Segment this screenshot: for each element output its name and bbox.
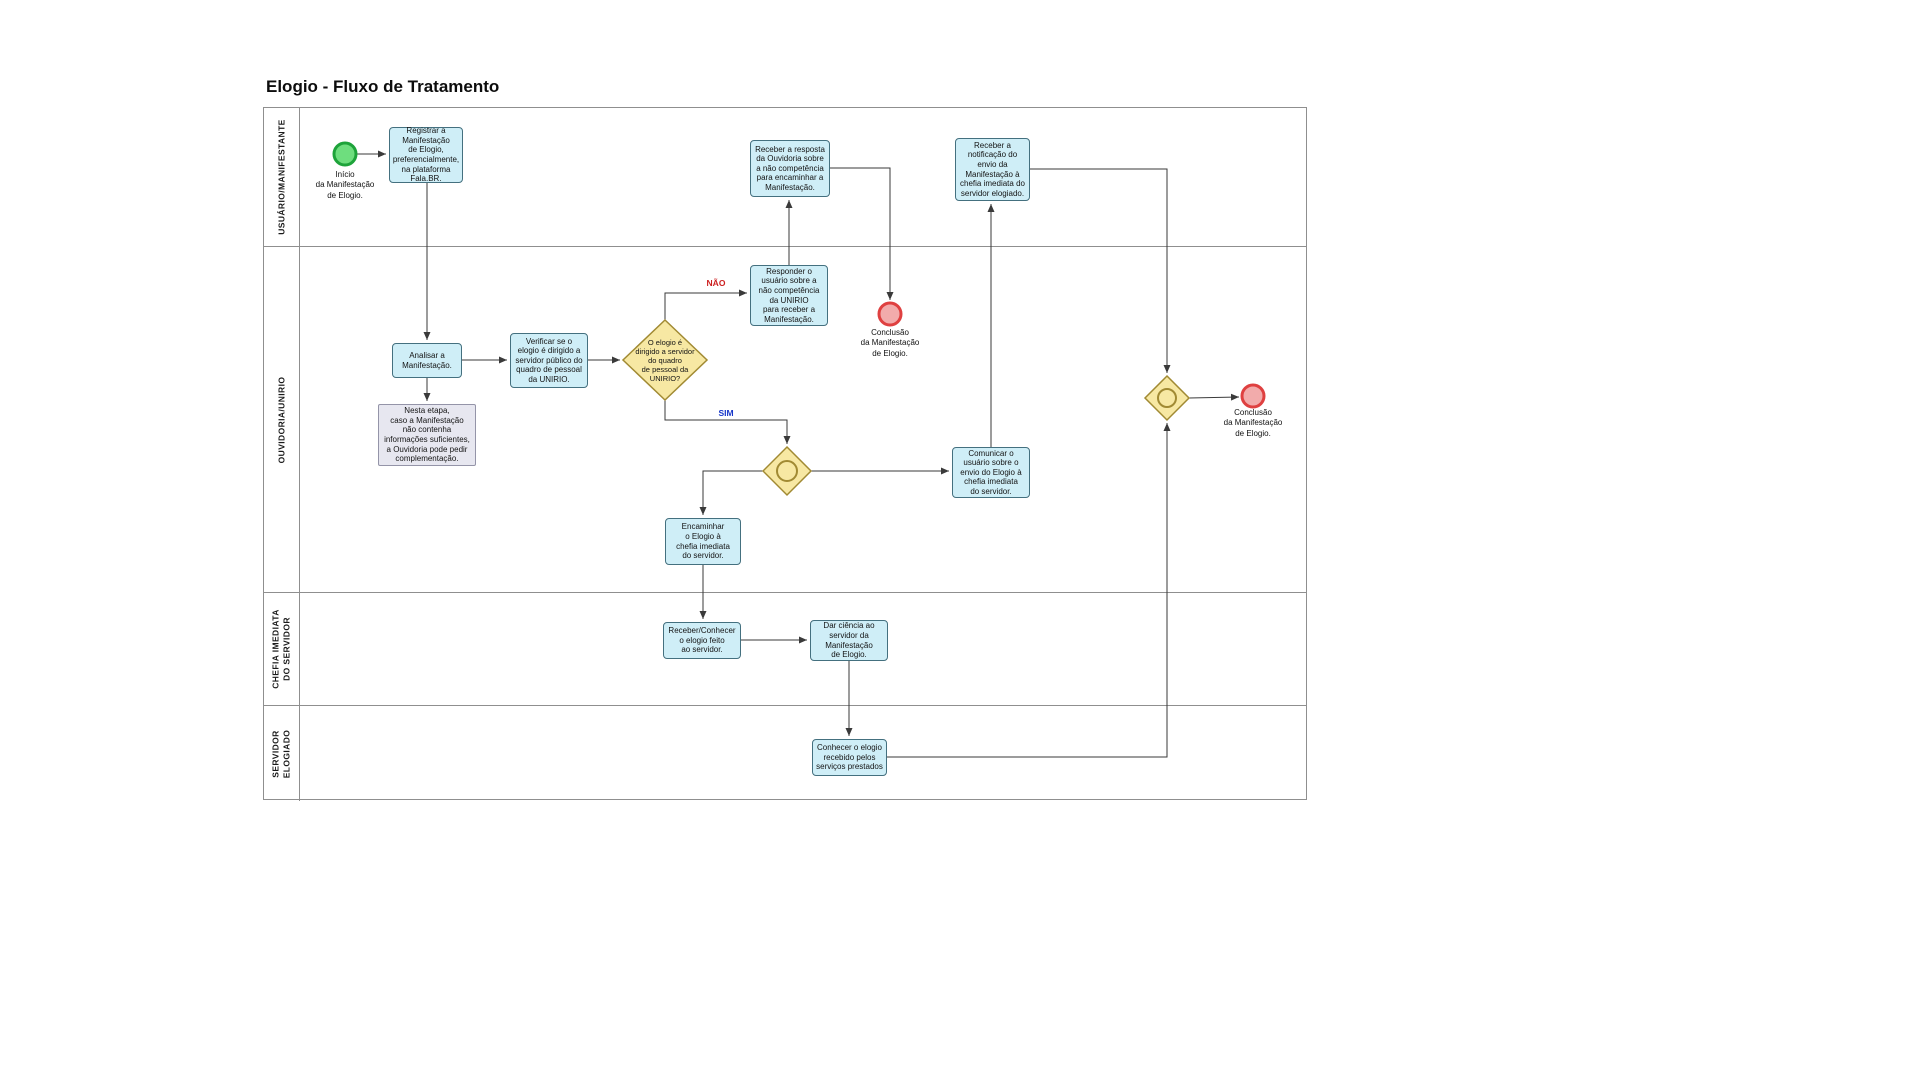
task-registrar-manifestacao: Registrar a Manifestação de Elogio, pref… [389, 126, 463, 183]
lane-label-cell: USUÁRIO/MANIFESTANTE [264, 108, 300, 246]
lane-chefia-imediata: CHEFIA IMEDIATA DO SERVIDOR [264, 592, 1306, 705]
task-verificar-elogio: Verificar se o elogio é dirigido a servi… [510, 333, 588, 388]
lane-label: CHEFIA IMEDIATA DO SERVIDOR [270, 609, 292, 689]
lane-label: SERVIDOR ELOGIADO [270, 729, 292, 778]
lane-label: OUVIDORIA/UNIRIO [275, 376, 286, 463]
lane-usuario-manifestante: USUÁRIO/MANIFESTANTE [264, 108, 1306, 246]
end-event-nao-label: Conclusão da Manifestação de Elogio. [860, 328, 920, 358]
task-comunicar-usuario: Comunicar o usuário sobre o envio do Elo… [952, 447, 1030, 498]
task-receber-resposta: Receber a resposta da Ouvidoria sobre a … [750, 140, 830, 197]
start-event-label: Início da Manifestação de Elogio. [315, 170, 375, 200]
decision-gateway-label: O elogio é dirigido a servidor do quadro… [635, 337, 695, 383]
page-title: Elogio - Fluxo de Tratamento [266, 77, 500, 96]
lane-label-cell: CHEFIA IMEDIATA DO SERVIDOR [264, 593, 300, 705]
task-responder-usuario: Responder o usuário sobre a não competên… [750, 265, 828, 326]
lane-label-cell: OUVIDORIA/UNIRIO [264, 247, 300, 592]
annotation-complementacao: Nesta etapa, caso a Manifestação não con… [378, 404, 476, 466]
lane-ouvidoria-unirio: OUVIDORIA/UNIRIO [264, 246, 1306, 592]
end-event-fim-label: Conclusão da Manifestação de Elogio. [1223, 408, 1283, 438]
edge-label-sim: SIM [718, 408, 734, 418]
bpmn-pool: USUÁRIO/MANIFESTANTE OUVIDORIA/UNIRIO CH… [263, 107, 1307, 801]
lane-label-cell: SERVIDOR ELOGIADO [264, 706, 300, 801]
task-analisar-manifestacao: Analisar a Manifestação. [392, 343, 462, 378]
task-dar-ciencia: Dar ciência ao servidor da Manifestação … [810, 620, 888, 661]
task-receber-notificacao: Receber a notificação do envio da Manife… [955, 138, 1030, 201]
lane-label: USUÁRIO/MANIFESTANTE [275, 119, 286, 235]
task-encaminhar-elogio: Encaminhar o Elogio à chefia imediata do… [665, 518, 741, 565]
task-conhecer-elogio-recebido: Conhecer o elogio recebido pelos serviço… [812, 739, 887, 776]
edge-label-nao: NÃO [706, 278, 726, 288]
lane-servidor-elogiado: SERVIDOR ELOGIADO [264, 705, 1306, 801]
task-receber-conhecer-elogio: Receber/Conhecer o elogio feito ao servi… [663, 622, 741, 659]
